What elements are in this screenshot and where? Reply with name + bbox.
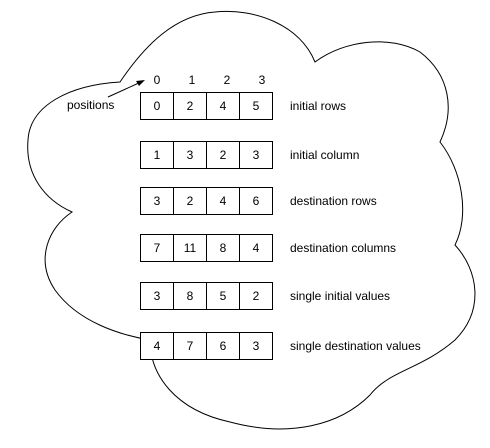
array-cell: 3 (239, 332, 273, 360)
array-cell: 3 (173, 141, 207, 169)
array-cell: 4 (206, 92, 240, 120)
array-cell: 0 (140, 92, 174, 120)
index-2: 2 (223, 73, 231, 87)
array-label: destination columns (290, 241, 397, 255)
positions-label: positions (67, 98, 115, 112)
array-label: single destination values (290, 339, 421, 353)
array-cell: 1 (140, 141, 174, 169)
array-cell: 4 (206, 187, 240, 215)
array-destination-columns: 7 11 8 4 (140, 234, 273, 262)
array-single-initial-values: 3 8 5 2 (140, 282, 273, 310)
array-destination-rows: 3 2 4 6 (140, 187, 273, 215)
array-cell: 11 (173, 234, 207, 262)
array-cell: 2 (173, 92, 207, 120)
array-cell: 4 (140, 332, 174, 360)
array-initial-column: 1 3 2 3 (140, 141, 273, 169)
array-cell: 6 (206, 332, 240, 360)
positions-arrow (107, 81, 142, 98)
arrow-head-icon (136, 80, 145, 86)
array-cell: 5 (239, 92, 273, 120)
array-cell: 2 (206, 141, 240, 169)
array-cell: 7 (140, 234, 174, 262)
array-initial-rows: 0 2 4 5 (140, 92, 273, 120)
array-cell: 3 (239, 141, 273, 169)
array-label: destination rows (290, 194, 377, 208)
array-cell: 6 (239, 187, 273, 215)
array-label: initial column (290, 148, 360, 162)
array-cell: 8 (206, 234, 240, 262)
array-label: single initial values (290, 289, 391, 303)
index-3: 3 (258, 73, 266, 87)
index-0: 0 (153, 73, 161, 87)
array-cell: 7 (173, 332, 207, 360)
array-cell: 3 (140, 282, 174, 310)
array-label: initial rows (290, 99, 347, 113)
array-cell: 8 (173, 282, 207, 310)
array-cell: 4 (239, 234, 273, 262)
array-cell: 2 (173, 187, 207, 215)
array-cell: 5 (206, 282, 240, 310)
array-single-destination-values: 4 7 6 3 (140, 332, 273, 360)
index-1: 1 (188, 73, 196, 87)
array-cell: 2 (239, 282, 273, 310)
array-cell: 3 (140, 187, 174, 215)
